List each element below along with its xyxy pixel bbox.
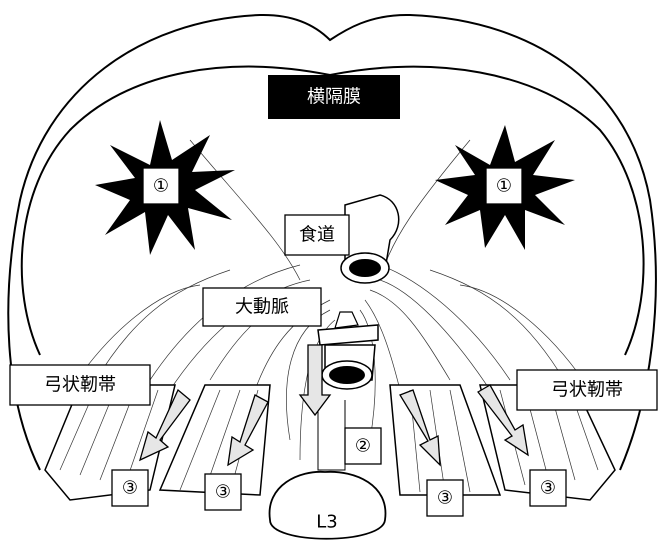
esophagus-illustration	[340, 194, 400, 284]
arrow-1-label: ③	[122, 478, 138, 499]
arrow-1	[138, 388, 191, 462]
crus-right-label: ①	[496, 176, 512, 197]
arrow-3-label: ③	[437, 488, 453, 509]
crus-left-label: ①	[153, 176, 169, 197]
diaphragm-central-tendon	[20, 65, 645, 356]
arrow-2-label: ③	[215, 482, 231, 503]
aorta-label: 大動脈	[235, 297, 289, 318]
aortic-hiatus-label: ②	[355, 436, 371, 457]
ligament-right-label: 弓状靭帯	[551, 380, 623, 401]
title-box	[268, 75, 400, 119]
arrow-aorta	[298, 344, 332, 417]
arrows	[138, 344, 529, 467]
arrow-4-label: ③	[540, 478, 556, 499]
arrow-4	[477, 384, 529, 457]
vertebra-l3	[268, 470, 387, 540]
title-label: 横隔膜	[307, 87, 361, 108]
diaphragm-outline	[7, 13, 657, 471]
arrow-2	[227, 394, 269, 467]
arrow-3	[399, 389, 441, 467]
ligament-left-label: 弓状靭帯	[44, 375, 116, 396]
esophagus-label: 食道	[299, 225, 335, 246]
vertebra-label: L3	[316, 512, 337, 533]
